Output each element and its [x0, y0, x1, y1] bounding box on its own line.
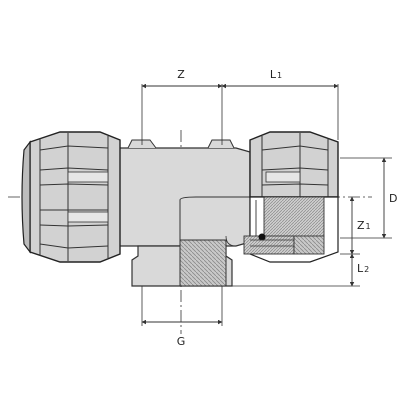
right-compression-nut [249, 131, 339, 198]
label-l2: L2 [357, 262, 369, 275]
branch-female-thread [179, 239, 227, 287]
dimension-z: Z [141, 68, 223, 145]
dimension-d: D [340, 157, 397, 239]
label-z: Z [177, 68, 185, 81]
left-compression-nut [21, 131, 121, 263]
right-nut-section [243, 196, 339, 263]
dimension-l1: L1 [221, 68, 339, 140]
label-z1: Z1 [357, 219, 371, 232]
dimension-g: G [141, 286, 223, 348]
o-ring [258, 233, 266, 241]
dimension-l2: L2 [232, 253, 369, 287]
label-d: D [389, 192, 397, 205]
label-g: G [177, 335, 186, 348]
label-l1: L1 [270, 68, 282, 81]
dimension-z1: Z1 [340, 196, 371, 255]
